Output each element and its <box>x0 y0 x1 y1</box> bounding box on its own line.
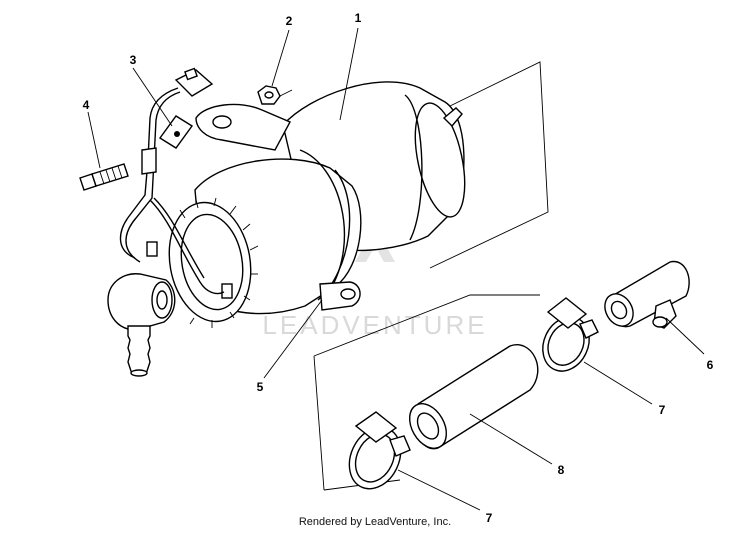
end-cap-teeth <box>179 197 259 328</box>
hose-clamp-lower <box>348 411 411 490</box>
leader-lines <box>87 27 705 511</box>
callout-2: 2 <box>286 14 293 28</box>
callout-7-lower: 7 <box>486 511 493 525</box>
callout-3: 3 <box>130 53 137 67</box>
callout-4: 4 <box>83 98 90 112</box>
screw <box>79 163 129 191</box>
svg-text:LEADVENTURE: LEADVENTURE <box>262 310 487 340</box>
callout-8: 8 <box>558 463 565 477</box>
callout-6: 6 <box>707 358 714 372</box>
callout-5: 5 <box>257 380 264 394</box>
leadventure-watermark: LEADVENTURE <box>262 194 487 340</box>
outlet-fitting <box>107 273 176 377</box>
hex-nut <box>257 85 293 105</box>
rendered-by-footer: Rendered by LeadVenture, Inc. <box>298 516 452 528</box>
fuel-hose <box>408 344 539 450</box>
callout-7-upper: 7 <box>659 403 666 417</box>
pump-body <box>146 81 466 328</box>
filter-fitting <box>604 260 690 329</box>
wire-harness <box>119 67 225 295</box>
callout-1: 1 <box>355 11 362 25</box>
callout-labels: 1 2 3 4 5 6 7 8 7 <box>83 11 714 525</box>
hose-clamp-upper <box>542 297 599 372</box>
